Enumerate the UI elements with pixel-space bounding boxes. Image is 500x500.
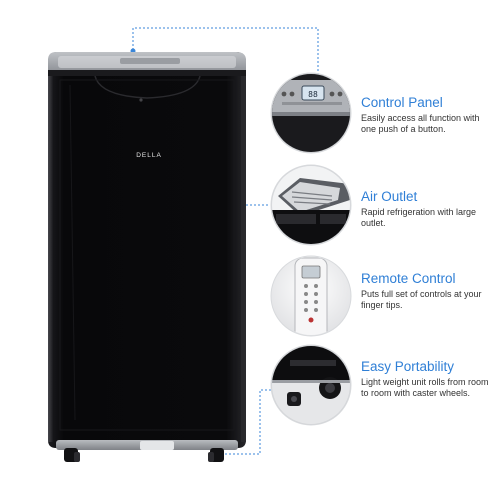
feature-title: Remote Control: [361, 271, 456, 286]
feature-description: Rapid refrigeration with large outlet.: [361, 207, 477, 228]
front-caster-wheels: [64, 448, 224, 462]
feature-title: Air Outlet: [361, 189, 418, 204]
svg-text:88: 88: [308, 90, 318, 99]
air-outlet-icon: [270, 164, 352, 246]
front-panel-recess: [94, 75, 201, 99]
power-indicator-icon: [139, 98, 143, 102]
callout-line-portability: [213, 389, 272, 455]
brand-logo: DELLA: [136, 152, 162, 159]
callout-lines: [132, 27, 319, 455]
feature-description: Puts full set of controls at your finger…: [361, 289, 482, 310]
portable-air-conditioner: [48, 52, 246, 462]
feature-description: Easily access all function with one push…: [361, 113, 480, 134]
remote-control-icon: [270, 255, 352, 337]
feature-description: Light weight unit rolls from room to roo…: [361, 377, 489, 398]
caster-wheel-icon: [270, 344, 352, 426]
callout-line-control-panel: [132, 27, 319, 74]
control-panel-icon: 88: [270, 72, 352, 154]
feature-title: Control Panel: [361, 95, 443, 110]
feature-title: Easy Portability: [361, 359, 455, 374]
